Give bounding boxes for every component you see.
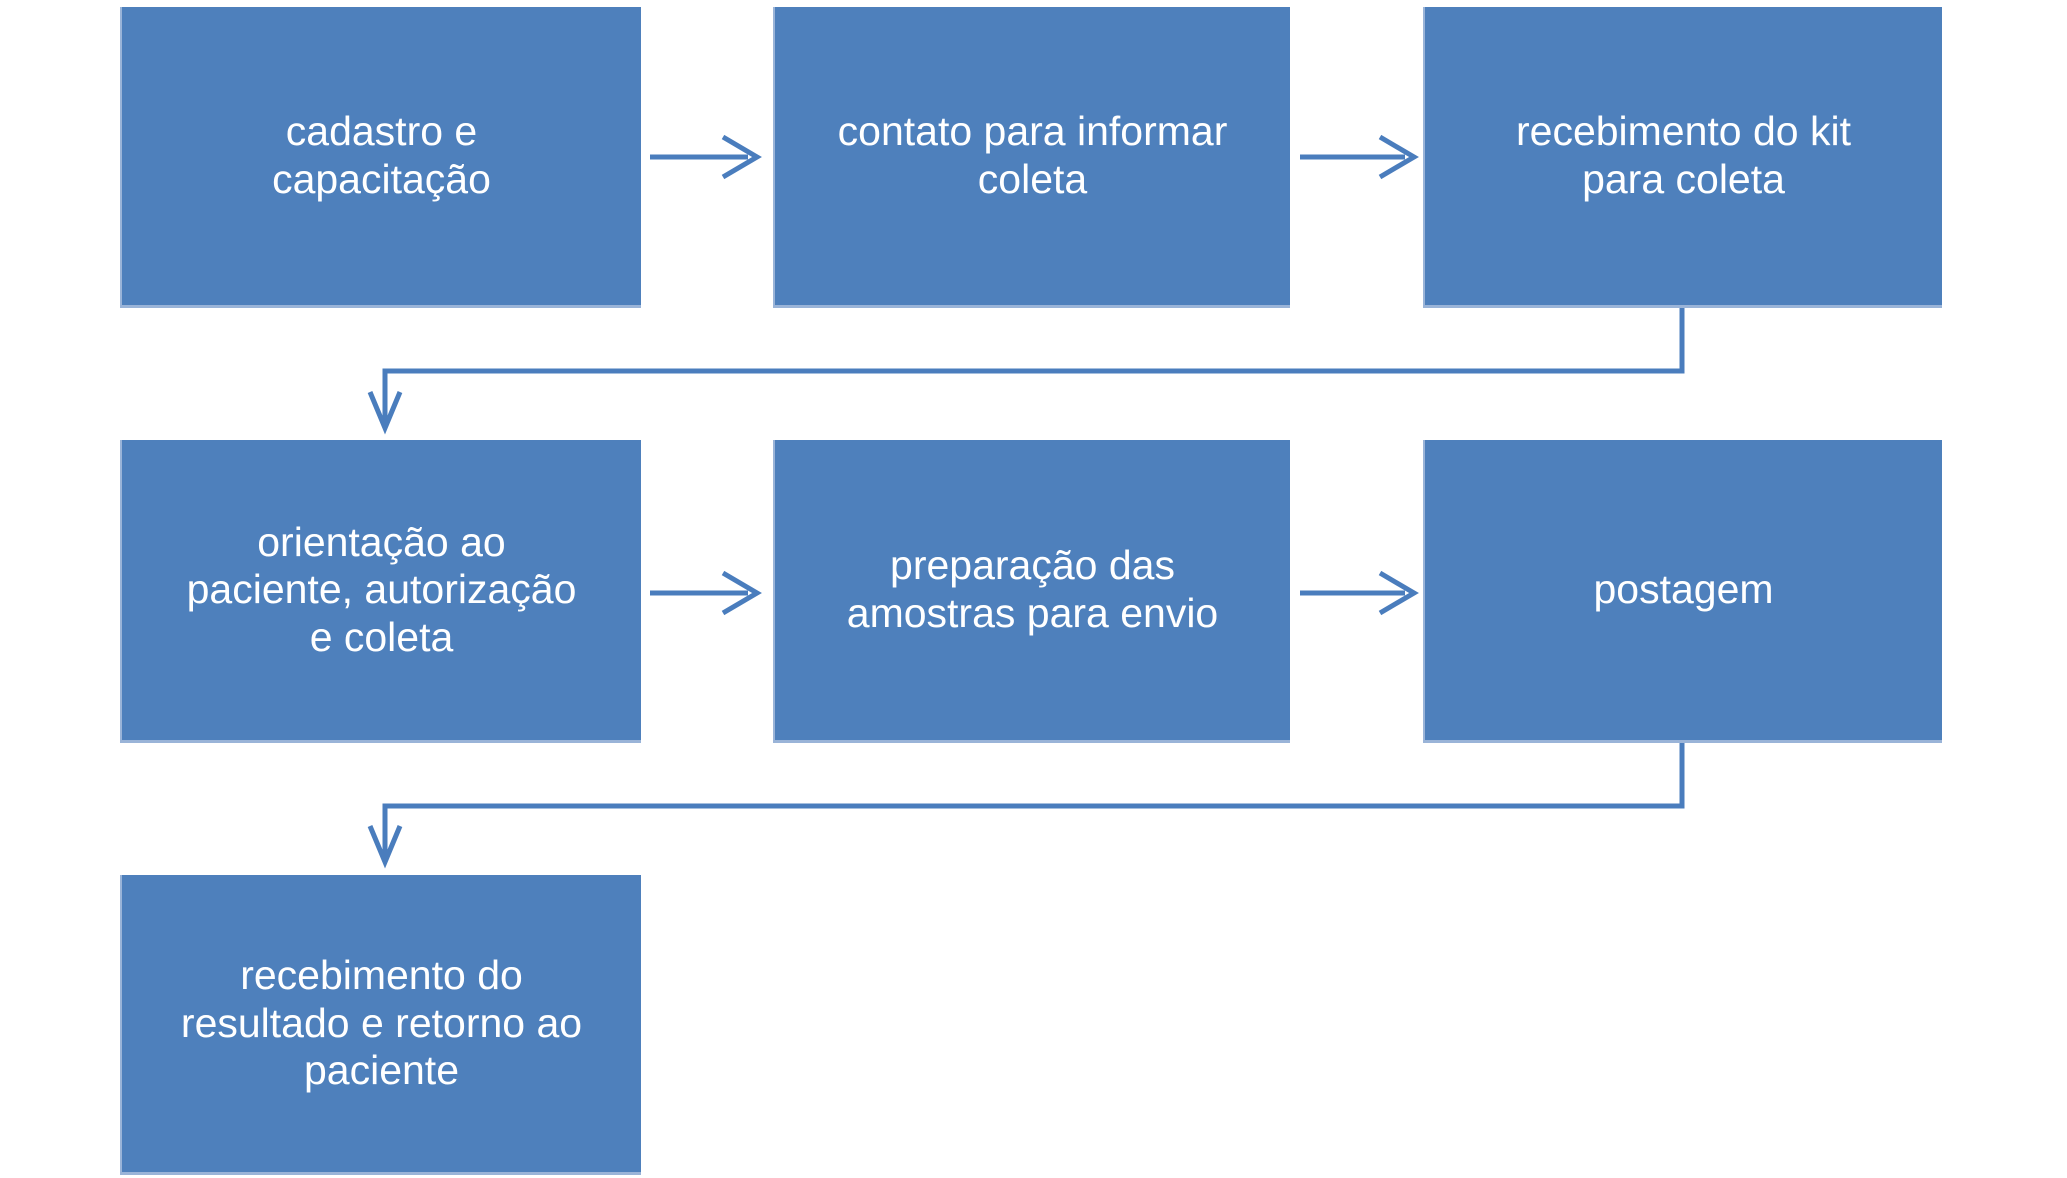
flow-node-label: cadastro e capacitação — [272, 108, 491, 202]
flow-node-label: recebimento do resultado e retorno ao pa… — [180, 952, 583, 1094]
elbow-arrow-n6-n7 — [367, 743, 1685, 869]
flow-node-contato-para-informar-coleta: contato para informar coleta — [773, 7, 1290, 308]
flow-node-recebimento-do-kit: recebimento do kit para coleta — [1423, 7, 1942, 308]
right-arrow-n5-n6 — [1300, 570, 1419, 616]
flow-node-postagem: postagem — [1423, 440, 1942, 743]
flow-node-label: preparação das amostras para envio — [846, 542, 1219, 636]
elbow-arrow-n3-n4 — [367, 308, 1685, 435]
right-arrow-n2-n3 — [1300, 134, 1419, 180]
flow-node-orientacao-ao-paciente: orientação ao paciente, autorização e co… — [120, 440, 641, 743]
right-arrow-n4-n5 — [650, 570, 762, 616]
flow-node-label: recebimento do kit para coleta — [1515, 108, 1851, 202]
flow-node-label: orientação ao paciente, autorização e co… — [186, 518, 577, 660]
flow-node-label: contato para informar coleta — [837, 108, 1228, 202]
right-arrow-n1-n2 — [650, 134, 762, 180]
flow-node-preparacao-das-amostras: preparação das amostras para envio — [773, 440, 1290, 743]
flow-node-label: postagem — [1593, 566, 1774, 613]
flow-node-recebimento-do-resultado: recebimento do resultado e retorno ao pa… — [120, 875, 641, 1175]
flow-node-cadastro-e-capacitacao: cadastro e capacitação — [120, 7, 641, 308]
